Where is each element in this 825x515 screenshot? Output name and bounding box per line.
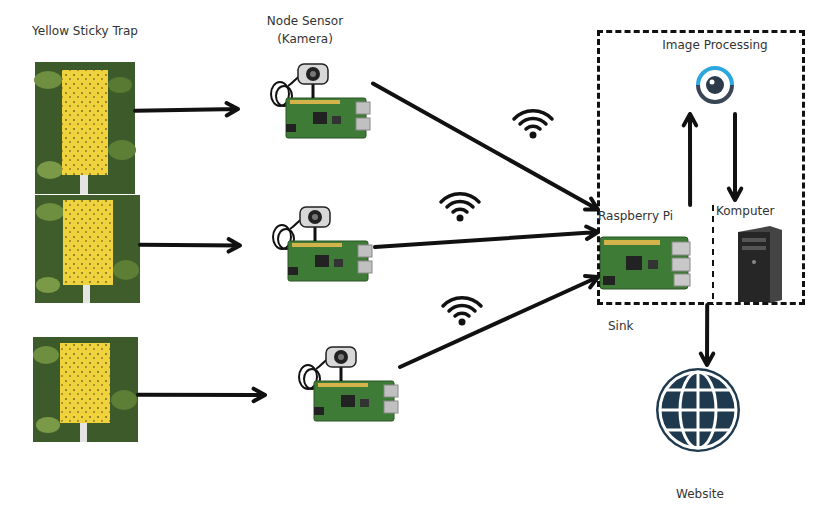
sensor-node: Node Sensor (Kamera) [238,58,373,143]
website-node: Website [650,365,750,507]
flow-arrow [701,305,714,365]
globe-icon [656,368,740,452]
wifi-symbol [443,298,481,326]
sensor-node [240,203,375,283]
sticky-trap-photo [34,62,136,194]
dashed-separator [712,205,714,305]
wifi-symbol [441,194,479,222]
wifi-symbol [514,111,552,139]
sticky-trap-photo [35,195,140,303]
flow-arrow [373,84,598,210]
trap-node: Yellow Sticky Trap [35,62,135,194]
node-label: Website [650,485,750,503]
camera-board-photo [271,64,370,138]
flow-arrow [729,114,742,200]
camera-board-photo [273,207,372,281]
computer-tower-photo [738,226,782,303]
node-label: Raspberry Pi [598,207,693,225]
raspberry-pi-node: Raspberry Pi [598,205,693,295]
node-label: Image Processing [640,36,790,54]
flow-arrow [138,389,265,402]
sticky-trap-photo [33,337,138,442]
flow-arrow [400,276,598,367]
node-label: Yellow Sticky Trap [5,22,165,40]
raspberry-pi-photo [600,237,690,289]
sink-group: SinkImage ProcessingRaspberry PiKomputer [597,30,805,305]
flow-arrow [140,239,240,252]
processing-node: Image Processing [640,36,790,114]
flow-arrow [375,227,598,248]
camera-board-photo [299,347,398,421]
sensor-node [265,343,400,423]
trap-node [35,195,140,303]
image-processing-icon [698,68,732,102]
node-label: Komputer [716,202,801,220]
flow-arrow [135,103,238,115]
node-label: Sink [608,317,668,335]
trap-node [33,337,138,442]
node-label: Node Sensor (Kamera) [260,12,350,48]
computer-node: Komputer [716,200,801,302]
flow-arrow [684,114,697,205]
